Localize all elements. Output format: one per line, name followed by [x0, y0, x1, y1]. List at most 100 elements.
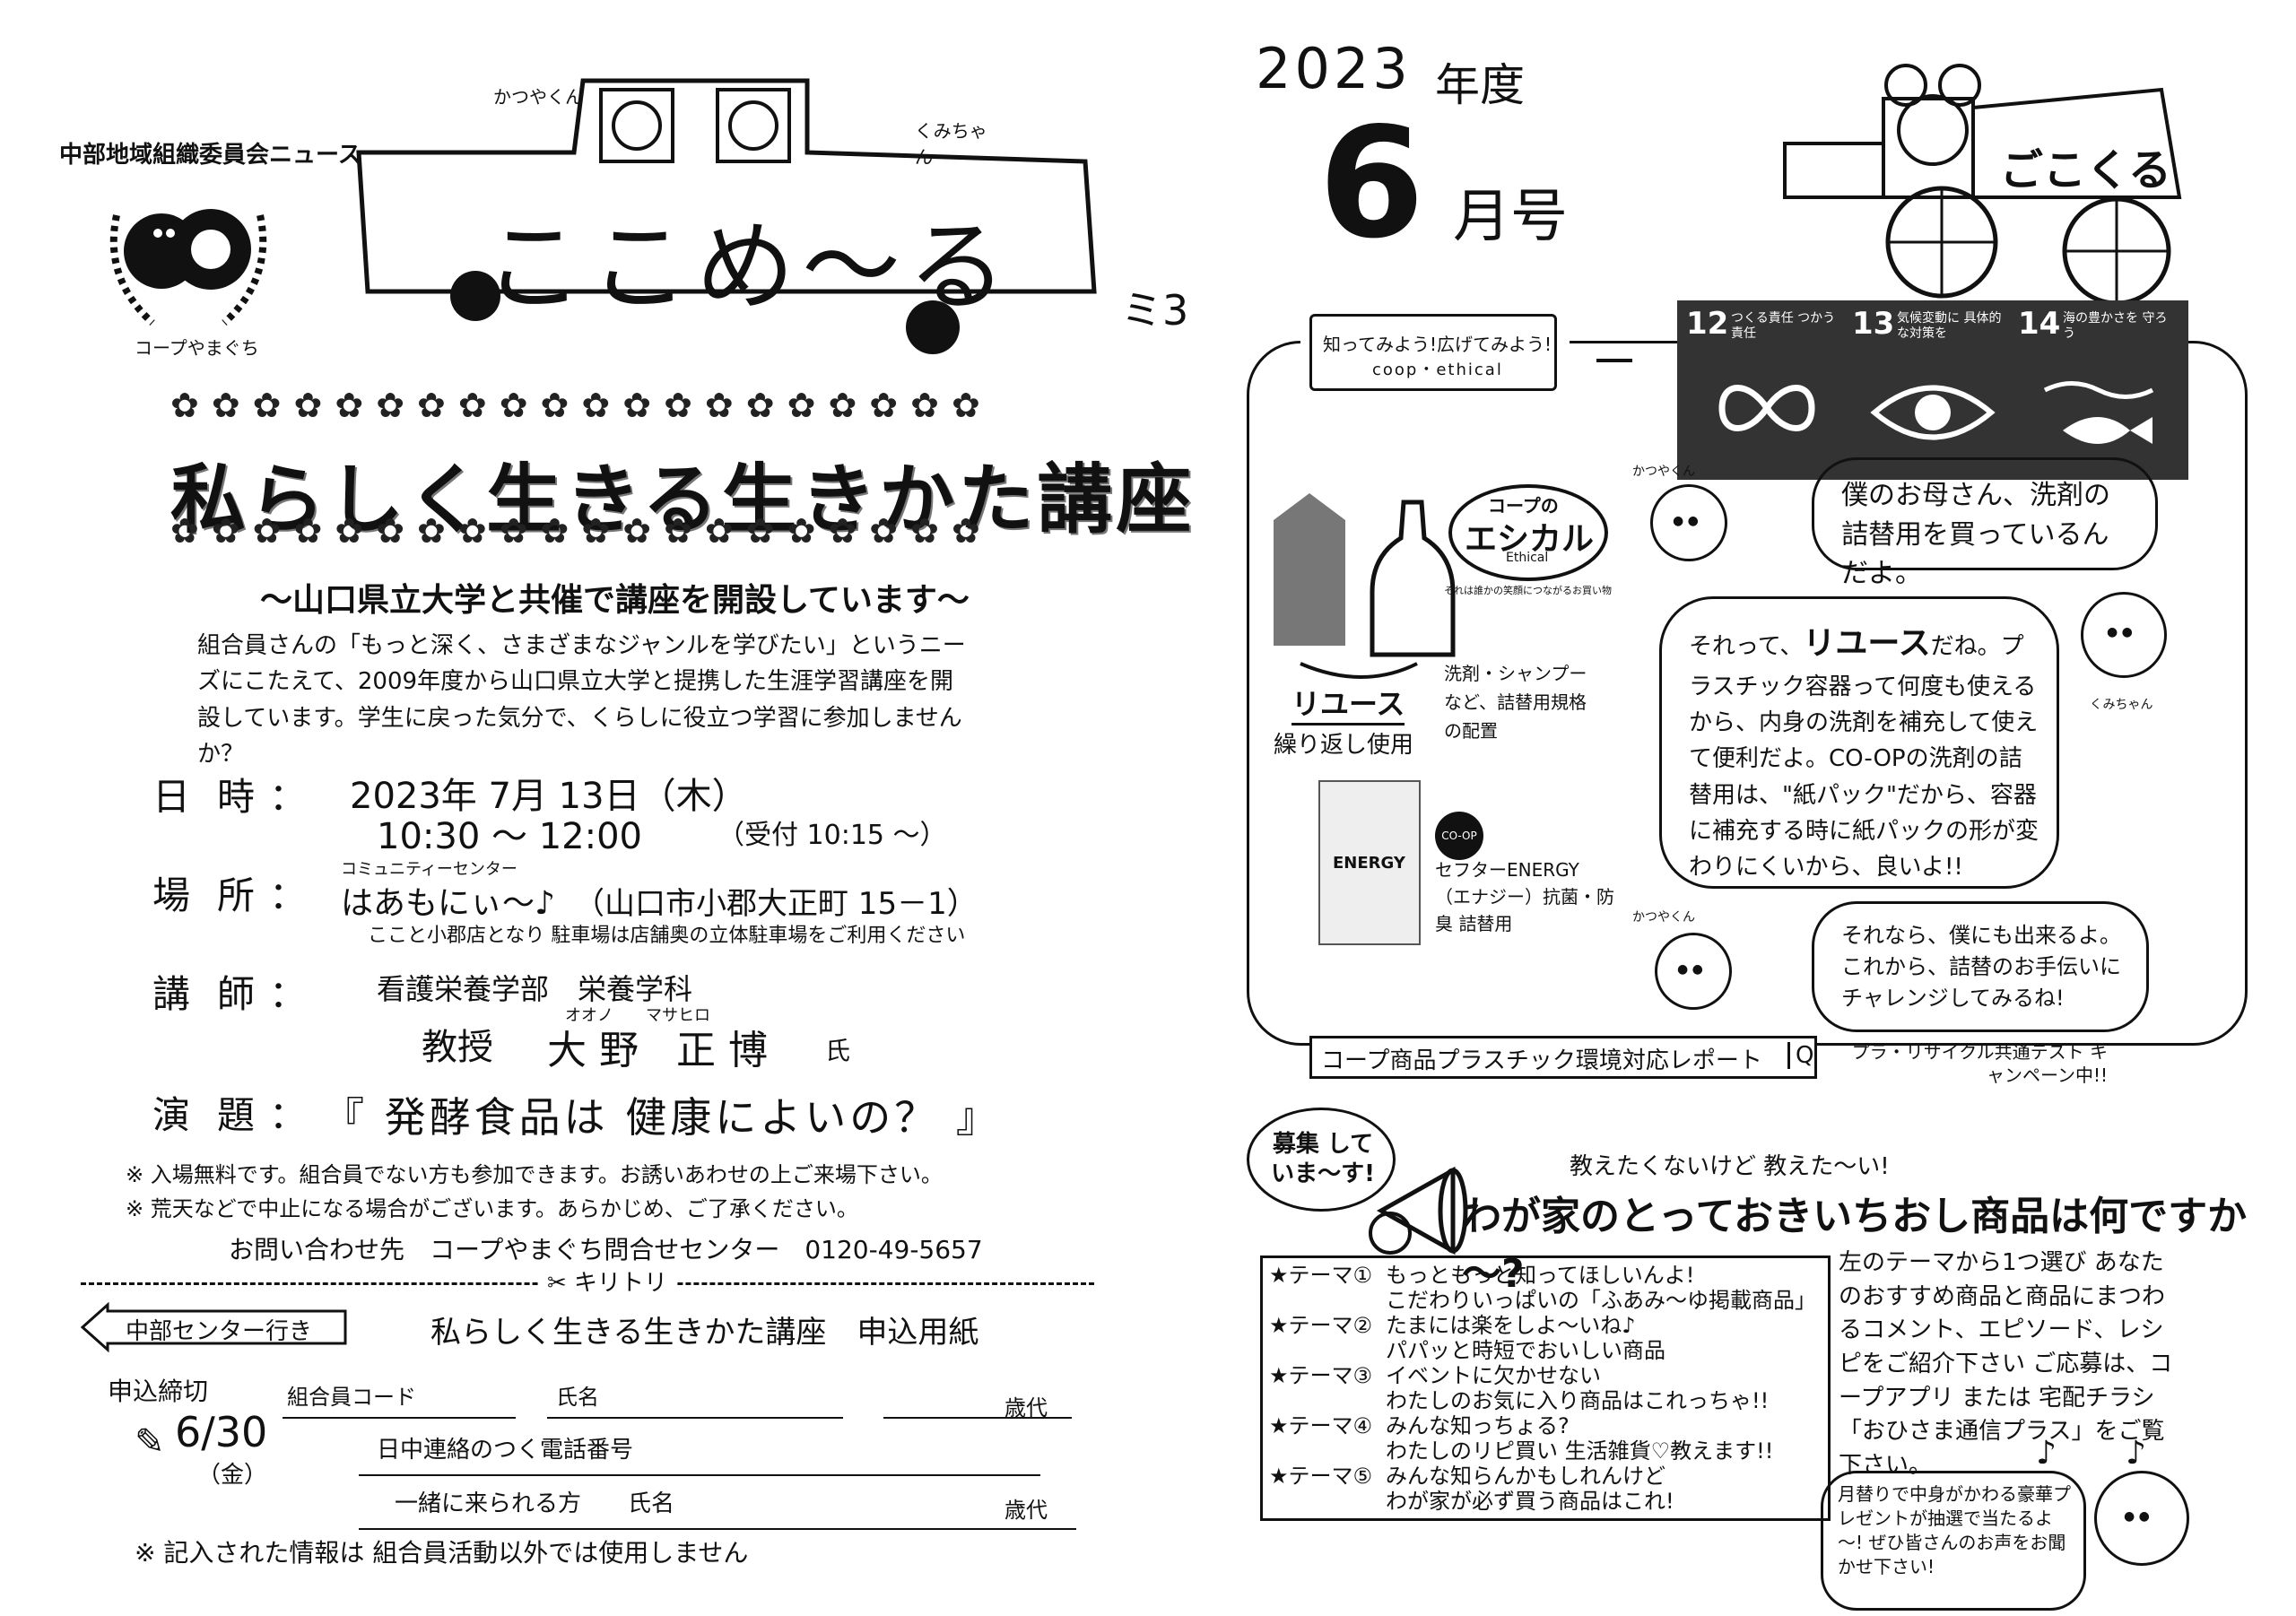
themes-box [1260, 1255, 1831, 1521]
lecturer-suffix: 氏 [825, 1036, 851, 1065]
theme-row: パパッと時短でおいしい商品 [1269, 1338, 1816, 1363]
theme-row: わたしのリピ買い 生活雑貨♡教えます!! [1269, 1438, 1816, 1464]
theme-row: わが家が必ず買う商品はこれ! [1269, 1489, 1816, 1514]
speech-bubble-1: 僕のお母さん、洗剤の詰替用を買っているんだよ。 [1812, 457, 2158, 589]
wreath-icon [109, 209, 267, 326]
katsuya-face-1: ● ● [1650, 484, 1727, 561]
colon-1: ： [269, 775, 308, 819]
member-code-field[interactable] [283, 1413, 516, 1419]
recruit-instructions: 左のテーマから1つ選び あなたのおすすめ商品と商品にまつわるコメント、エピソード… [1839, 1249, 2173, 1480]
banner-line1: 知ってみよう!広げてみよう! [1323, 334, 1552, 355]
theme-text: わたしのお気に入り商品はこれっちゃ!! [1386, 1388, 1770, 1413]
connector-line [1596, 359, 1632, 362]
datetime-label: 日時 [152, 775, 283, 819]
theme-text: たまには楽をしよ～いね♪ [1386, 1313, 1636, 1338]
sdg-12-number: 12 [1686, 306, 1729, 342]
report-note: プラ・リサイクル共通テスト キャンペーン中!! [1851, 1041, 2108, 1086]
newsletter-title: ここめ～る [484, 210, 1013, 325]
deadline-label: 申込締切 [108, 1377, 209, 1406]
bubble-2-reuse: リユース [1803, 625, 1931, 662]
privacy-note: ※ 記入された情報は 組合員活動以外では使用しません [135, 1538, 749, 1568]
sdg-13-tile: 13 気候変動に 具体的な対策を [1843, 300, 2022, 480]
lecturer-title: 教授 [422, 1027, 493, 1068]
age-field[interactable] [883, 1413, 1072, 1419]
reuse-description: 洗剤・シャンプーなど、詰替用規格の配置 [1444, 663, 1587, 742]
bubble-2-lead: それって、 [1689, 633, 1804, 660]
mascot-name: ごこくる [2000, 145, 2172, 195]
theme-label [1269, 1438, 1386, 1464]
flower-row-bottom: ✿✿✿✿✿✿✿✿✿✿✿✿✿✿✿✿✿✿✿✿ [170, 511, 993, 551]
place-address: （山口市小郡大正町 15－1） [574, 886, 978, 922]
katsuya-name-2: かつやくん [1632, 910, 1695, 925]
lecture-subtitle: ～山口県立大学と共催で講座を開設しています～ [260, 582, 970, 619]
place-label: 場所 [152, 873, 283, 917]
theme-label [1269, 1338, 1386, 1363]
reuse-illustration [1265, 484, 1471, 682]
lecturer-name: 大野 正博 [547, 1028, 780, 1073]
theme-label: ★テーマ⑤ [1269, 1464, 1373, 1489]
phone-field[interactable] [359, 1471, 1040, 1476]
bubble-1-text: 僕のお母さん、洗剤の詰替用を買っているんだよ。 [1841, 480, 2110, 589]
member-code-label: 組合員コード [287, 1385, 416, 1410]
face-eyes-2: ● ● [1677, 962, 1703, 977]
colon-4: ： [269, 1093, 308, 1137]
infinity-icon [1718, 385, 1815, 431]
note-free-entry: ※ 入場無料です。組合員でない方も参加できます。お誘いあわせの上ご来場下さい。 [126, 1162, 943, 1187]
kumi-face: ● ● [2081, 592, 2167, 678]
destination-label: 中部センター行き [126, 1318, 313, 1345]
theme-label [1269, 1388, 1386, 1413]
theme-text: イベントに欠かせない [1386, 1363, 1601, 1388]
note-cancel: ※ 荒天などで中止になる場合がございます。あらかじめ、ご了承ください。 [126, 1196, 858, 1221]
age-label-2: 歳代 [1004, 1498, 1048, 1523]
companion-field[interactable] [359, 1525, 1076, 1530]
lecture-date: 2023年 7月 13日（木） [350, 776, 748, 817]
phone-label: 日中連絡のつく電話番号 [377, 1437, 634, 1464]
contact-info: お問い合わせ先 コープやまぐち問合せセンター 0120-49-5657 [229, 1235, 983, 1264]
badge-top: コープの [1488, 495, 1559, 517]
theme-label [1269, 1489, 1386, 1514]
girl-eyes: ● ● [2124, 1509, 2150, 1524]
pencil-icon: ✎ [135, 1421, 165, 1463]
theme-label: ★テーマ④ [1269, 1413, 1373, 1438]
sdg-13-label: 気候変動に 具体的な対策を [1897, 311, 2002, 341]
megaphone-icon [1363, 1157, 1480, 1264]
katsuya-face-2: ● ● [1655, 933, 1732, 1010]
lecturer-ruby: オオノ マサヒロ [565, 1006, 710, 1025]
theme-row: ★テーマ④ みんな知っちょる? [1269, 1413, 1816, 1438]
bubble-2-text: それって、リユースだね。プラスチック容器って何度も使えるから、内身の洗剤を補充し… [1689, 619, 2039, 886]
theme-row: ★テーマ③ イベントに欠かせない [1269, 1363, 1816, 1388]
recruit-bubble-text: 募集 していま～す! [1271, 1131, 1375, 1187]
name-label: 氏名 [556, 1385, 599, 1410]
colon-2: ： [269, 873, 308, 917]
bubble-3-text: それなら、僕にも出来るよ。これから、詰替のお手伝いにチャレンジしてみるね! [1841, 923, 2121, 1011]
product-name: セフターENERGY（エナジー）抗菌・防臭 詰替用 [1435, 859, 1614, 934]
theme-text: みんな知らんかもしれんけど [1386, 1464, 1665, 1489]
issue-month-suffix: 月号 [1453, 184, 1568, 250]
place-name: はあもにぃ～♪ [341, 885, 555, 922]
package-label: ENERGY [1333, 854, 1405, 873]
mascot-truck: ごこくる [1776, 45, 2197, 306]
form-title: 私らしく生きる生きかた講座 申込用紙 [430, 1315, 979, 1351]
sdg-14-number: 14 [2018, 306, 2061, 342]
report-bar: コープ商品プラスチック環境対応レポート Q [1309, 1036, 1817, 1079]
theme-row: わたしのお気に入り商品はこれっちゃ!! [1269, 1388, 1816, 1413]
recruit-bubble: 募集 していま～す! [1247, 1108, 1396, 1212]
theme-text: みんな知っちょる? [1386, 1413, 1570, 1438]
fish-icon [2043, 381, 2154, 444]
badge-sub: Ethical [1506, 551, 1549, 565]
deadline-day: （金） [197, 1462, 268, 1489]
topic-label: 演題 [152, 1093, 283, 1137]
katsuya-name-1: かつやくん [1632, 465, 1695, 479]
kumi-name: くみちゃん [2090, 698, 2153, 712]
logo-label: コープやまぐち [135, 337, 259, 359]
ethical-badge: コープの エシカル Ethical [1448, 484, 1608, 581]
theme-label: ★テーマ① [1269, 1263, 1373, 1288]
place-ruby: コミュニティーセンター [341, 860, 517, 879]
theme-label: ★テーマ③ [1269, 1363, 1373, 1388]
gift-bubble: 月替りで中身がかわる豪華プレゼントが抽選で当たるよ～! ぜひ皆さんのお声をお聞か… [1821, 1471, 2086, 1611]
issue-nendo: 年度 [1435, 59, 1525, 111]
name-field[interactable] [547, 1413, 843, 1419]
music-note-icon-2: ♪ [2126, 1435, 2146, 1472]
